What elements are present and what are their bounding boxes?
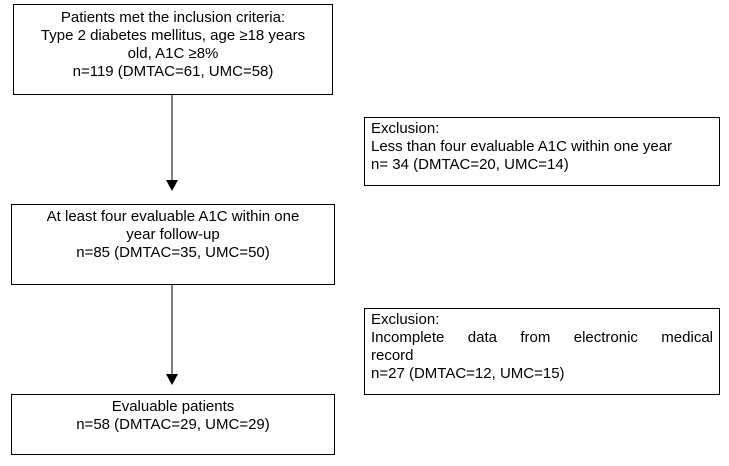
inclusion-criteria-box: Patients met the inclusion criteria: Typ…: [13, 4, 333, 95]
evaluable-a1c-box: At least four evaluable A1C within one y…: [11, 204, 335, 285]
exclusion-2-count: n=27 (DMTAC=12, UMC=15): [371, 365, 565, 382]
arrow-inclusion-to-evaluable: [166, 95, 178, 191]
exclusion-1-count: n= 34 (DMTAC=20, UMC=14): [371, 156, 569, 173]
evaluable-a1c-line-1: At least four evaluable A1C within one: [46, 208, 300, 225]
exclusion-box-2: Exclusion: Incomplete data from electron…: [364, 308, 720, 395]
evaluable-patients-count: n=58 (DMTAC=29, UMC=29): [76, 416, 270, 433]
exclusion-1-reason: Less than four evaluable A1C within one …: [371, 138, 673, 155]
exclusion-1-title: Exclusion:: [371, 120, 440, 137]
inclusion-criteria-line-1: Type 2 diabetes mellitus, age ≥18 years: [40, 27, 306, 44]
exclusion-2-title: Exclusion:: [371, 311, 440, 328]
evaluable-patients-title: Evaluable patients: [111, 398, 235, 415]
evaluable-patients-box: Evaluable patients n=58 (DMTAC=29, UMC=2…: [11, 394, 335, 455]
arrow-evaluable-to-final: [166, 285, 178, 385]
exclusion-box-1: Exclusion: Less than four evaluable A1C …: [364, 117, 720, 186]
exclusion-2-reason-line-2: record: [371, 347, 414, 364]
evaluable-a1c-line-2: year follow-up: [126, 226, 220, 243]
inclusion-title: Patients met the inclusion criteria:: [60, 9, 286, 26]
evaluable-a1c-count: n=85 (DMTAC=35, UMC=50): [76, 244, 270, 261]
inclusion-count: n=119 (DMTAC=61, UMC=58): [72, 63, 274, 80]
inclusion-criteria-line-2: old, A1C ≥8%: [127, 45, 219, 62]
exclusion-2-reason-line-1: Incomplete data from electronic medical: [371, 329, 713, 346]
